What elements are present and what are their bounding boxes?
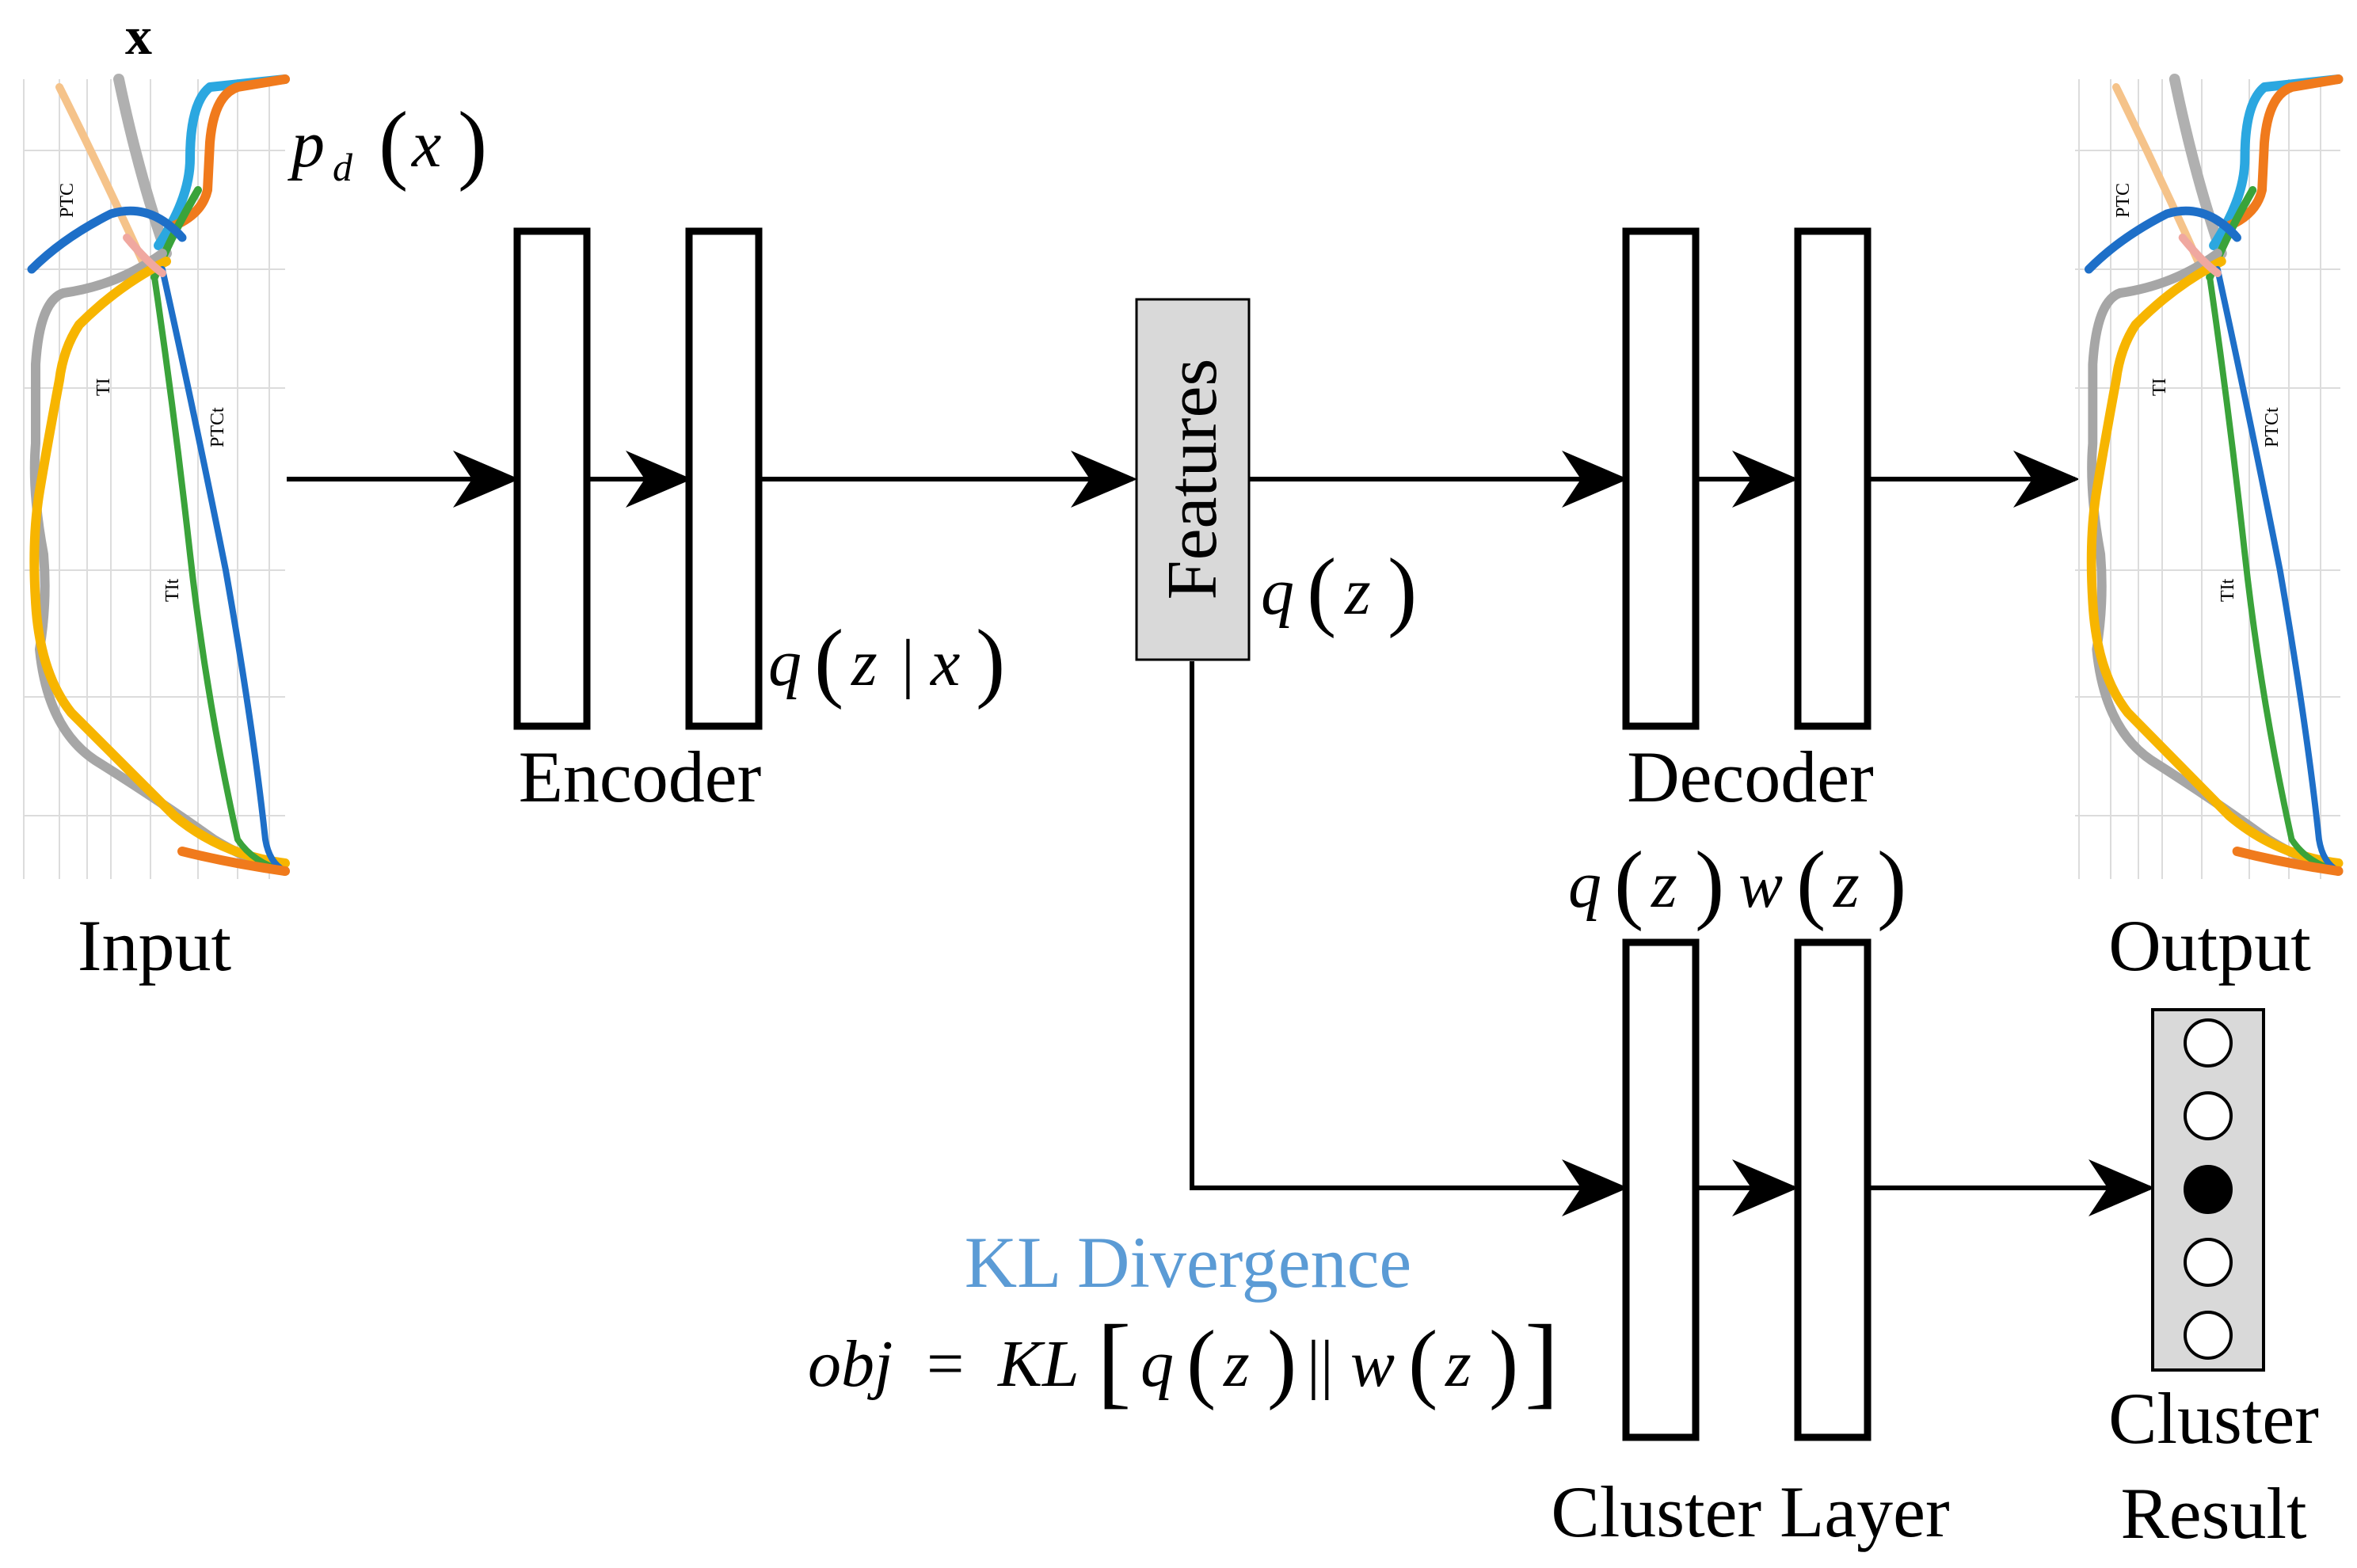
input-curves <box>27 74 290 876</box>
svg-text:q: q <box>1261 555 1294 629</box>
encoder-layer-1 <box>513 227 591 730</box>
curve-lightblue <box>154 74 290 250</box>
curve-blue-upper <box>27 206 187 274</box>
output-curve-label-ti: TI <box>2149 378 2170 396</box>
cluster-result <box>2151 1008 2265 1372</box>
svg-text:[: [ <box>1097 1304 1131 1418</box>
svg-text:): ) <box>1695 834 1724 932</box>
input-plot: PTC TI PTCt TIt <box>23 74 290 879</box>
features-label: Features <box>1153 359 1232 600</box>
svg-text:z: z <box>851 626 878 700</box>
svg-text:): ) <box>1388 541 1417 639</box>
svg-text:q: q <box>1568 848 1601 922</box>
svg-text:x: x <box>929 626 960 700</box>
svg-text:]: ] <box>1525 1304 1559 1418</box>
decoder-layer-2 <box>1794 227 1872 730</box>
cluster-node <box>2184 1311 2233 1360</box>
svg-text:w: w <box>1738 848 1783 922</box>
cluster-layer-2 <box>1794 938 1872 1441</box>
features-block: Features <box>1135 298 1251 661</box>
svg-text:(: ( <box>1614 834 1643 932</box>
svg-text:z: z <box>1344 555 1371 629</box>
curve-green <box>151 274 288 874</box>
cluster-result-label-line1: Cluster <box>2108 1378 2319 1459</box>
encoder-label: Encoder <box>519 736 762 817</box>
output-curve-label-ptct: PTCt <box>2262 407 2283 447</box>
svg-text:z: z <box>1833 848 1860 922</box>
cluster-node <box>2184 1018 2233 1068</box>
output-label: Output <box>2108 905 2311 986</box>
cluster-layer-distribution: q ( z ) w ( z ) <box>1568 834 1906 932</box>
svg-text:z: z <box>1445 1327 1472 1401</box>
svg-text:z: z <box>1651 848 1677 922</box>
input-variable: x <box>125 6 152 66</box>
svg-text:(: ( <box>1796 834 1826 932</box>
cluster-layer-block <box>1622 938 1872 1441</box>
svg-text:q: q <box>1140 1327 1174 1401</box>
decoder-block <box>1622 227 1872 730</box>
output-curve-label-tit: TIt <box>2218 578 2238 602</box>
cluster-layer-label: Cluster Layer <box>1551 1471 1949 1552</box>
decoder-layer-1 <box>1622 227 1700 730</box>
encoder-layer-2 <box>685 227 763 730</box>
svg-text:||: || <box>1307 1327 1334 1401</box>
svg-text:obj: obj <box>808 1327 893 1401</box>
svg-text:|: | <box>901 626 915 700</box>
kl-title: KL Divergence <box>965 1222 1412 1303</box>
svg-text:(: ( <box>1307 541 1336 639</box>
svg-text:): ) <box>976 612 1005 710</box>
svg-text:(: ( <box>1408 1313 1437 1411</box>
features-distribution: q ( z ) <box>1261 541 1417 639</box>
arrow-features-to-cluster-layer <box>1190 661 1628 1216</box>
svg-text:w: w <box>1350 1327 1395 1401</box>
curve-blue <box>159 266 288 874</box>
curve-gray-top <box>113 74 172 259</box>
svg-text:x: x <box>410 108 441 181</box>
decoder-label: Decoder <box>1627 736 1874 817</box>
curve-orange-bottom <box>177 847 290 876</box>
svg-text:(: ( <box>814 612 843 710</box>
cluster-layer-1 <box>1622 938 1700 1441</box>
svg-text:q: q <box>768 626 802 700</box>
cluster-result-label-line2: Result <box>2120 1473 2307 1554</box>
input-curve-label-ptc: PTC <box>57 183 78 218</box>
svg-text:): ) <box>1877 834 1906 932</box>
svg-text:z: z <box>1223 1327 1250 1401</box>
input-curve-label-ti: TI <box>93 378 114 396</box>
svg-text:): ) <box>1267 1313 1297 1411</box>
curve-orange <box>169 74 290 230</box>
output-curves <box>2084 74 2344 876</box>
main-flow-arrows <box>287 451 2155 1216</box>
cluster-node-selected <box>2184 1165 2233 1214</box>
output-plot: PTC TI PTCt TIt <box>2075 74 2344 879</box>
encoder-block <box>513 227 763 730</box>
svg-text:): ) <box>458 94 487 192</box>
input-label: Input <box>78 905 232 986</box>
curve-pink <box>123 234 166 277</box>
svg-text:=: = <box>927 1327 964 1401</box>
svg-text:d: d <box>333 145 353 189</box>
input-curve-label-tit: TIt <box>162 578 183 602</box>
cluster-node <box>2184 1091 2233 1140</box>
input-curve-label-ptct: PTCt <box>208 407 228 447</box>
kl-objective: obj = KL [ q ( z ) || w ( z ) ] <box>808 1304 1559 1418</box>
curve-yellow <box>29 257 290 868</box>
features-box <box>1135 298 1251 661</box>
svg-text:): ) <box>1489 1313 1518 1411</box>
svg-text:(: ( <box>1186 1313 1216 1411</box>
svg-text:p: p <box>287 108 325 181</box>
output-curve-label-ptc: PTC <box>2113 183 2134 218</box>
svg-text:KL: KL <box>997 1327 1079 1401</box>
cluster-node <box>2184 1238 2233 1287</box>
encoder-distribution: q ( z | x ) <box>768 612 1005 710</box>
input-distribution: p d ( x ) <box>287 94 487 192</box>
svg-text:(: ( <box>379 94 408 192</box>
